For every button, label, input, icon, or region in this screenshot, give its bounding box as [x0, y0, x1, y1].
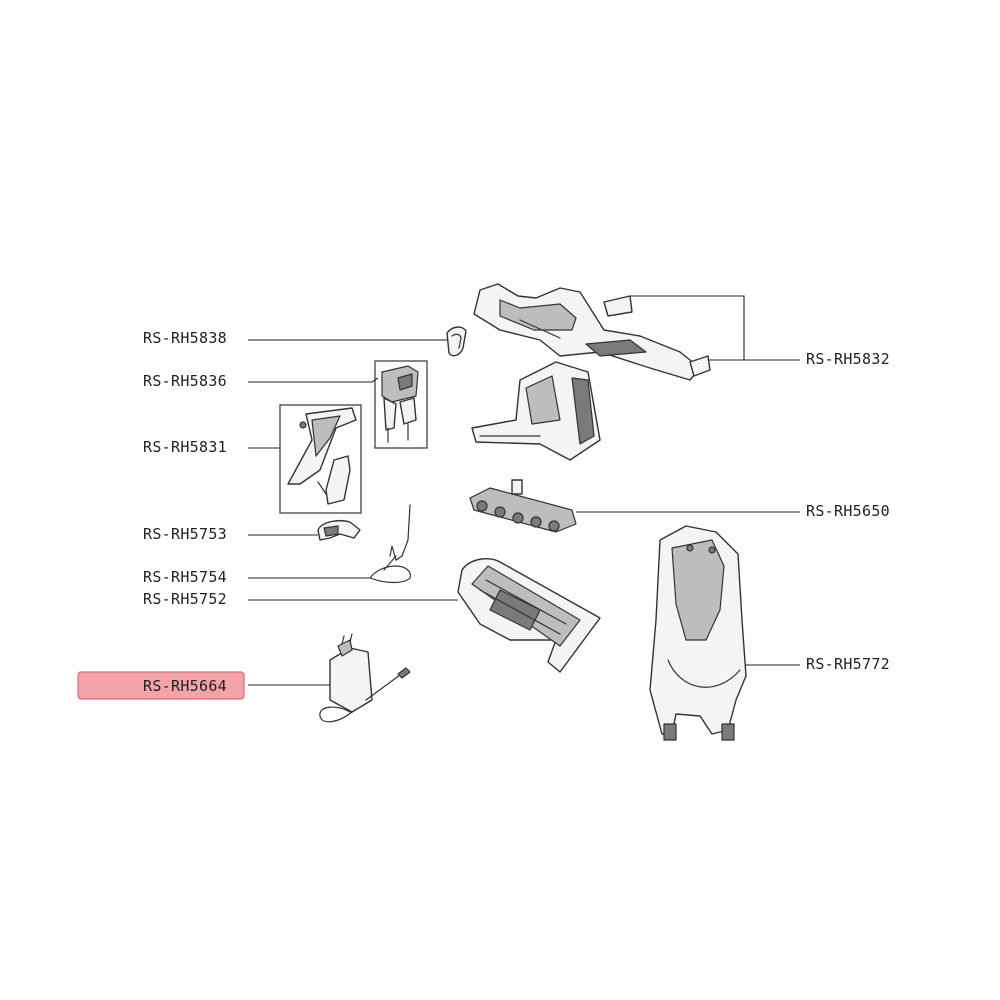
part-rh5838-clip[interactable]: [446, 326, 467, 357]
leader-lines: [248, 295, 800, 686]
part-rh5664-charger[interactable]: [319, 633, 411, 723]
label-rs-rh5772[interactable]: RS-RH5772: [806, 655, 890, 673]
label-rs-rh5752[interactable]: RS-RH5752: [143, 590, 227, 608]
label-rs-rh5831[interactable]: RS-RH5831: [143, 438, 227, 456]
part-rh5836-latch[interactable]: [374, 360, 428, 449]
part-rh5832-frame[interactable]: [473, 283, 711, 381]
label-rs-rh5753[interactable]: RS-RH5753: [143, 525, 227, 543]
label-rs-rh5664[interactable]: RS-RH5664: [143, 677, 227, 695]
part-rh5754-spring[interactable]: [369, 504, 411, 584]
part-rh5772-holder[interactable]: [649, 525, 747, 741]
part-labels: RS-RH5838 RS-RH5836 RS-RH5831 RS-RH5753 …: [143, 329, 890, 695]
label-rs-rh5838[interactable]: RS-RH5838: [143, 329, 227, 347]
label-rs-rh5650[interactable]: RS-RH5650: [806, 502, 890, 520]
part-rh5831-trigger[interactable]: [279, 404, 362, 514]
part-rh5753-bracket[interactable]: [317, 520, 361, 541]
part-rh5752-tray[interactable]: [457, 558, 601, 673]
label-rs-rh5832[interactable]: RS-RH5832: [806, 350, 890, 368]
label-rs-rh5754[interactable]: RS-RH5754: [143, 568, 227, 586]
label-rs-rh5836[interactable]: RS-RH5836: [143, 372, 227, 390]
part-stand-body[interactable]: [471, 361, 601, 461]
selected-part-highlight: [77, 671, 245, 700]
part-rh5650-roller[interactable]: [469, 479, 577, 533]
